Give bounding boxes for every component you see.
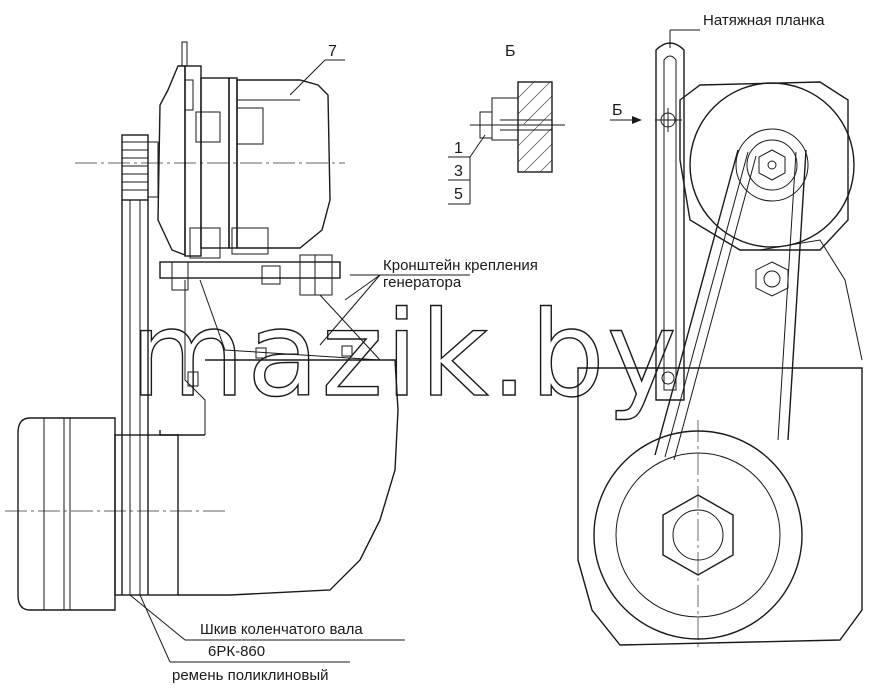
- crankshaft-pulley: [17, 417, 179, 611]
- belt-name-label: ремень поликлиновый: [172, 667, 329, 684]
- left-side-view: [5, 41, 470, 663]
- belt-code-label: 6РК-860: [208, 643, 265, 660]
- alternator-housing-front: [679, 81, 855, 251]
- poly-v-belt: [121, 200, 149, 595]
- view-b-item-5: 5: [454, 186, 463, 203]
- part-7-label: 7: [328, 43, 337, 60]
- view-b-hatching: [517, 81, 553, 173]
- tension-bar: [655, 29, 700, 401]
- crankshaft-pulley-label: Шкив коленчатого вала: [200, 621, 363, 638]
- engine-front-outline: [577, 367, 863, 646]
- alternator-body: [157, 65, 331, 259]
- alternator-pulley: [121, 134, 159, 201]
- alternator-bracket: [159, 254, 381, 435]
- front-belt: [654, 149, 807, 461]
- bracket-label-line2: генератора: [383, 274, 462, 291]
- watermark: mazik.by: [130, 285, 679, 423]
- view-b-detail: [448, 81, 565, 205]
- right-front-view: [577, 29, 863, 650]
- view-b-item-1: 1: [454, 140, 463, 157]
- bracket-label-line1: Кронштейн крепления: [383, 257, 538, 274]
- view-b-arrow-label: Б: [612, 102, 623, 119]
- view-b-title: Б: [505, 43, 516, 60]
- crankshaft-pulley-front: [593, 420, 803, 650]
- view-b-item-3: 3: [454, 163, 463, 180]
- tension-bar-label: Натяжная планка: [703, 12, 825, 29]
